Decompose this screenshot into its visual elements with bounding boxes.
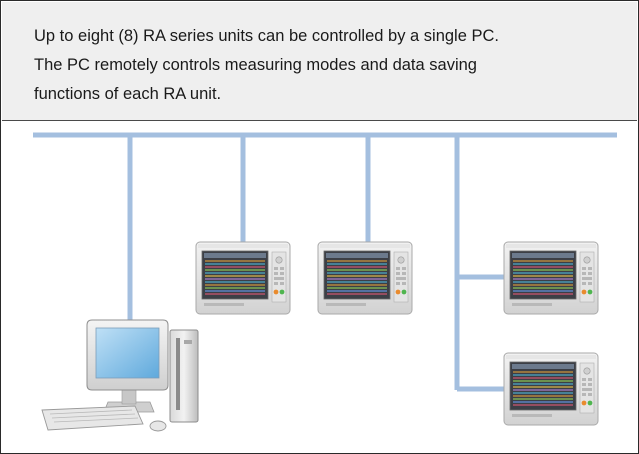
caption-text: Up to eight (8) RA series units can be c… <box>34 22 620 109</box>
caption-line-3: functions of each RA unit. <box>34 85 222 103</box>
desktop-pc-icon <box>41 319 199 432</box>
ra-unit-icon-3 <box>503 241 599 315</box>
ra-unit-icon-2 <box>317 241 413 315</box>
caption-line-2: The PC remotely controls measuring modes… <box>34 56 477 74</box>
ra-unit-icon-4 <box>503 352 599 426</box>
ra-unit-icon-1 <box>195 241 291 315</box>
network-bus <box>33 132 617 392</box>
caption-line-1: Up to eight (8) RA series units can be c… <box>34 27 499 45</box>
caption-panel: Up to eight (8) RA series units can be c… <box>2 2 637 121</box>
